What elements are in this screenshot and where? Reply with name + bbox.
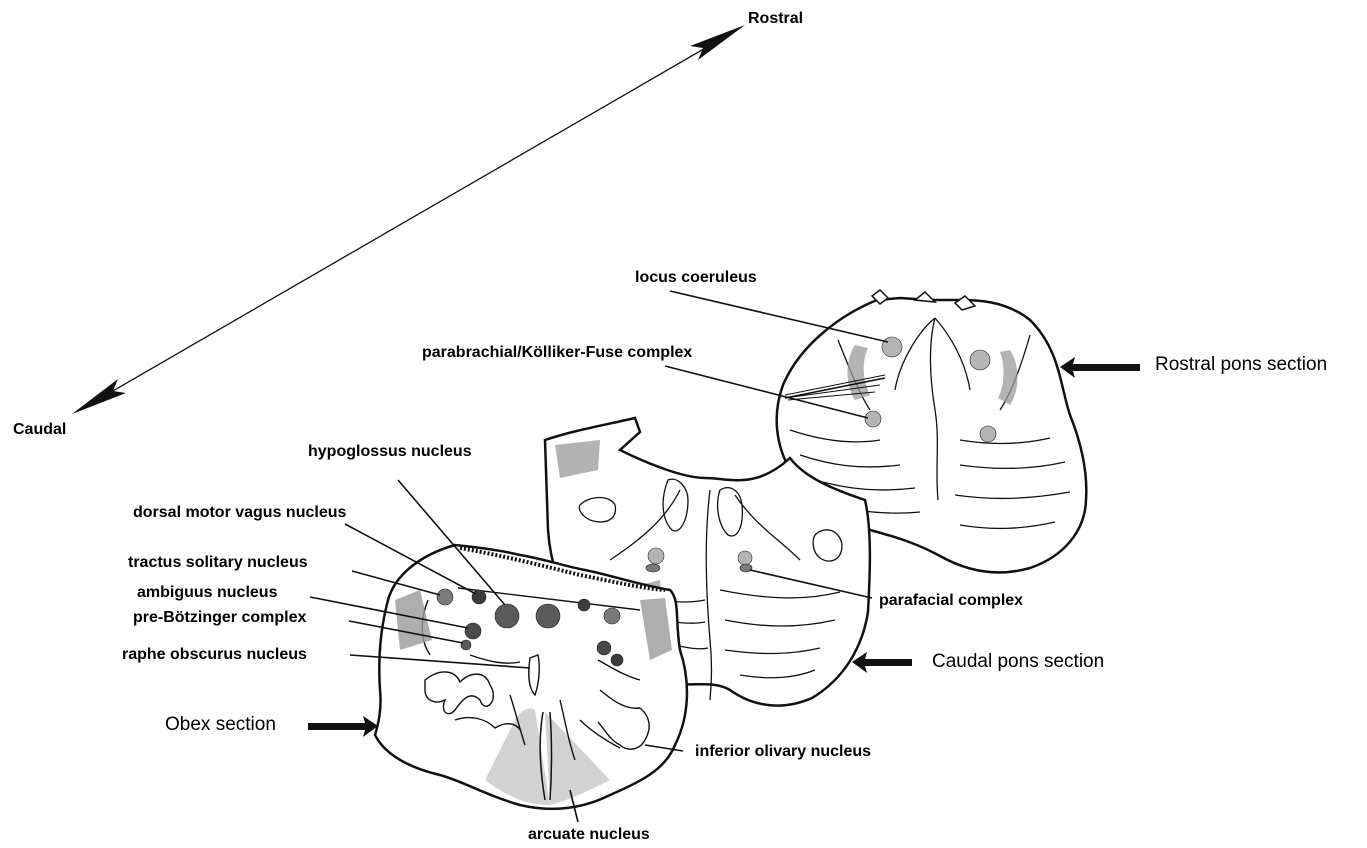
pre-botzinger-label: pre-Bötzinger complex (133, 610, 306, 626)
locus-coeruleus-label: locus coeruleus (635, 270, 757, 286)
pre-botzinger-left-dot (461, 640, 471, 650)
pre-botzinger-right-dot (611, 654, 623, 666)
tractus-solitary-right-dot (604, 608, 620, 624)
dorsal-motor-vagus-label: dorsal motor vagus nucleus (133, 505, 346, 521)
ambiguus-left-dot (465, 623, 481, 639)
ambiguus-label: ambiguus nucleus (137, 585, 277, 601)
obex-section-drawing (375, 545, 687, 809)
parabrachial-left-dot (865, 411, 881, 427)
locus-coeruleus-left-dot (882, 337, 902, 357)
rostral-pons-arrow (1060, 357, 1140, 378)
parabrachial-label: parabrachial/Kölliker-Fuse complex (422, 345, 692, 361)
raphe-obscurus-label: raphe obscurus nucleus (122, 647, 307, 663)
caudal-label: Caudal (13, 422, 66, 438)
tractus-solitary-label: tractus solitary nucleus (128, 555, 308, 571)
rostral-pons-section-label: Rostral pons section (1155, 355, 1327, 374)
ambiguus-right-dot (597, 641, 611, 655)
parafacial-label: parafacial complex (879, 593, 1023, 609)
caudal-pons-section-label: Caudal pons section (932, 652, 1104, 671)
caudal-pons-arrow (852, 652, 912, 673)
locus-coeruleus-right-dot (970, 350, 990, 370)
hypoglossus-left-dot (495, 604, 519, 628)
caudal-pons-left-dot (648, 548, 664, 564)
arcuate-label: arcuate nucleus (528, 827, 650, 843)
parabrachial-right-dot (980, 426, 996, 442)
obex-section-label: Obex section (165, 715, 276, 734)
caudal-pons-right-dot (738, 551, 752, 565)
obex-arrow (308, 716, 378, 737)
hypoglossus-right-dot (536, 604, 560, 628)
hypoglossus-label: hypoglossus nucleus (308, 444, 472, 460)
tractus-solitary-left-dot (437, 589, 453, 605)
rostral-label: Rostral (748, 11, 803, 27)
inferior-olivary-label: inferior olivary nucleus (695, 744, 871, 760)
dorsal-motor-vagus-right-dot (578, 599, 590, 611)
parafacial-left-dot (646, 564, 660, 572)
